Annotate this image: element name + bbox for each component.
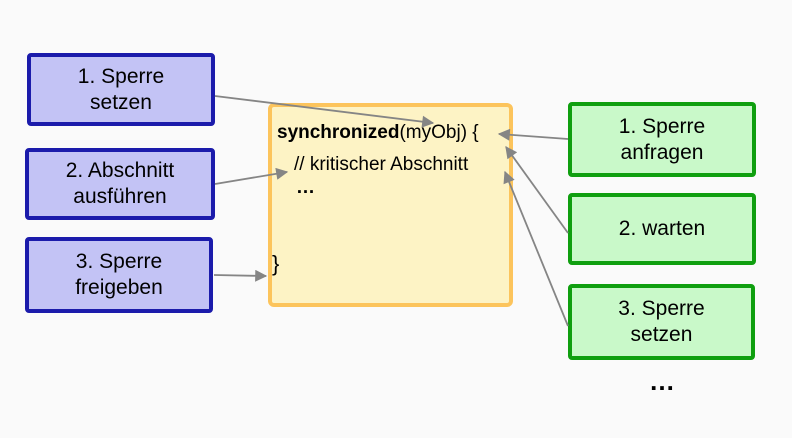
lock-holder-step-3-box: 3. Sperre freigeben [25, 237, 213, 313]
waiting-thread-step-1-label: 1. Sperre anfragen [618, 114, 706, 164]
arrow-wait-to-code [505, 146, 569, 234]
code-signature-rest: (myObj) { [399, 122, 479, 143]
code-line-comment: // kritischer Abschnitt [294, 154, 469, 175]
waiting-thread-step-1-box: 1. Sperre anfragen [568, 102, 756, 177]
code-line-ellipsis: … [296, 177, 315, 198]
waiting-thread-step-3-label: 3. Sperre setzen [618, 297, 705, 346]
arrow-release-lock-to-code [213, 269, 268, 282]
code-line-closing-brace: } [272, 251, 280, 276]
code-keyword-synchronized: synchronized [277, 122, 400, 143]
continuation-ellipsis: … [649, 366, 675, 396]
lock-holder-step-1-box: 1. Sperre setzen [27, 53, 215, 126]
lock-holder-step-2-label: 2. Abschnitt ausführen [65, 159, 175, 208]
waiting-thread-step-2-box: 2. warten [568, 193, 756, 265]
lock-holder-step-3-label: 3. Sperre freigeben [75, 250, 163, 299]
code-line-synchronized: synchronized(myObj) { [277, 121, 479, 145]
arrow-acquire-lock-to-code [503, 170, 569, 327]
lock-holder-step-2-box: 2. Abschnitt ausführen [25, 148, 215, 220]
waiting-thread-step-2-label: 2. warten [618, 217, 706, 240]
lock-holder-step-1-label: 1. Sperre setzen [77, 64, 165, 114]
waiting-thread-step-3-box: 3. Sperre setzen [568, 284, 755, 360]
